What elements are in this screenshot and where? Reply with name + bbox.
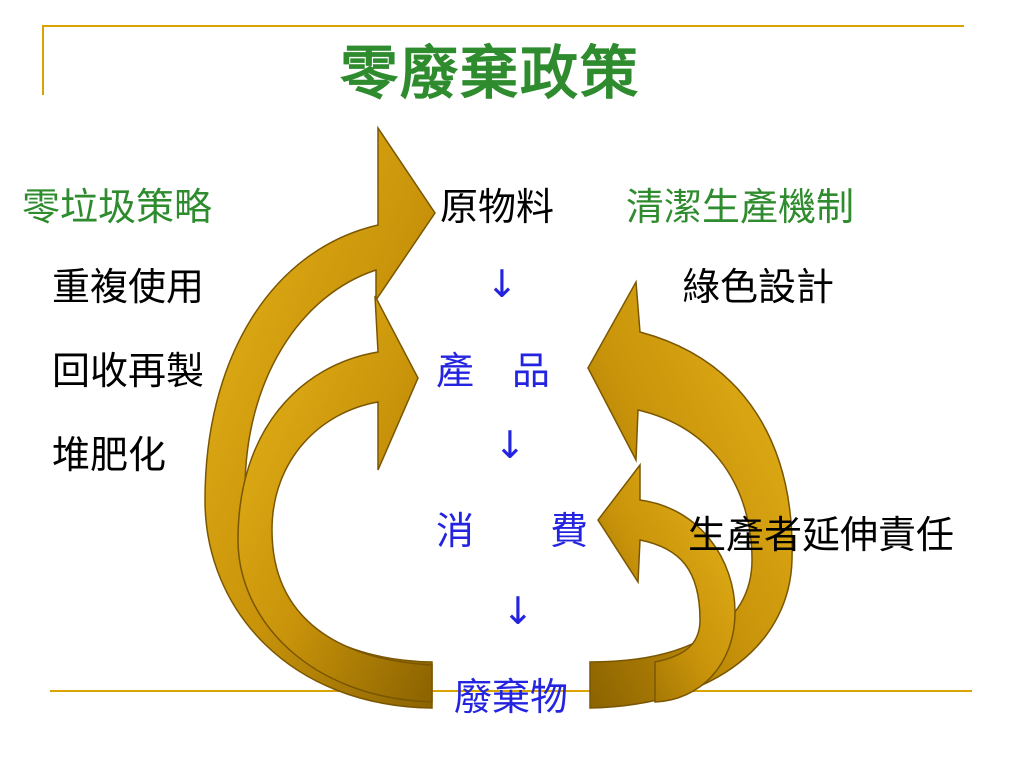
left-item-reuse: 重複使用	[52, 265, 205, 309]
frame-left-line	[42, 25, 44, 95]
arrow-waste-to-product	[237, 295, 433, 703]
slide-title: 零廢棄政策	[339, 39, 640, 107]
left-item-recycle: 回收再製	[52, 349, 205, 393]
arrow-waste-to-product-right	[587, 279, 793, 709]
frame-top-line	[42, 25, 964, 27]
flow-arrow-3: ↓	[502, 589, 534, 633]
arrow-waste-to-consume	[597, 462, 736, 703]
flow-arrow-1: ↓	[486, 262, 518, 306]
frame-bottom-line	[50, 690, 972, 692]
flow-waste: 廢棄物	[454, 675, 569, 719]
left-heading: 零垃圾策略	[22, 185, 213, 229]
flow-raw-materials: 原物料	[440, 185, 555, 229]
flow-consumption: 消 費	[436, 509, 589, 553]
right-heading: 清潔生產機制	[626, 185, 855, 229]
right-item-green-design: 綠色設計	[682, 265, 835, 309]
flow-arrow-2: ↓	[494, 423, 526, 467]
left-item-compost: 堆肥化	[52, 433, 167, 477]
right-item-epr: 生產者延伸責任	[688, 513, 955, 557]
flow-product: 產 品	[436, 349, 551, 393]
